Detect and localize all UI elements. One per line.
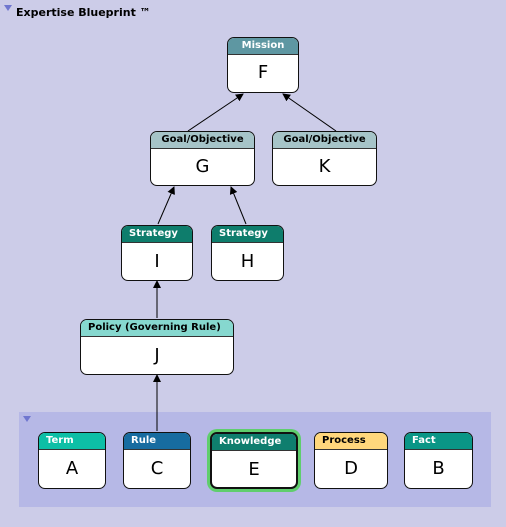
node-strategy-i[interactable]: Strategy I bbox=[121, 225, 193, 281]
tray-node-fact[interactable]: Fact B bbox=[404, 432, 473, 489]
node-mission[interactable]: Mission F bbox=[227, 37, 299, 93]
panel-header[interactable]: Expertise Blueprint ™ bbox=[4, 2, 151, 22]
node-type-label: Policy (Governing Rule) bbox=[81, 320, 233, 337]
node-label: I bbox=[154, 251, 160, 272]
node-strategy-h[interactable]: Strategy H bbox=[211, 225, 284, 281]
panel-title: Expertise Blueprint ™ bbox=[16, 5, 151, 19]
node-type-label: Process bbox=[315, 433, 387, 450]
node-label: H bbox=[240, 251, 255, 272]
node-label: J bbox=[154, 345, 160, 366]
node-type-label: Rule bbox=[124, 433, 190, 450]
node-type-label: Strategy bbox=[122, 226, 192, 243]
node-label: D bbox=[344, 458, 358, 479]
node-label: B bbox=[432, 458, 445, 479]
node-type-label: Strategy bbox=[212, 226, 283, 243]
node-type-label: Term bbox=[39, 433, 105, 450]
collapse-triangle-icon[interactable] bbox=[4, 5, 12, 11]
node-label: K bbox=[318, 156, 331, 177]
node-goal-g[interactable]: Goal/Objective G bbox=[150, 131, 255, 186]
node-label: F bbox=[257, 62, 269, 83]
node-type-label: Fact bbox=[405, 433, 472, 450]
node-label: C bbox=[150, 458, 164, 479]
node-type-label: Goal/Objective bbox=[273, 132, 376, 149]
tray-node-rule[interactable]: Rule C bbox=[123, 432, 191, 489]
edge-i-to-g bbox=[157, 186, 175, 225]
node-label: A bbox=[65, 458, 79, 479]
tray-collapse-triangle-icon[interactable] bbox=[23, 416, 31, 422]
node-type-label: Knowledge bbox=[212, 434, 296, 451]
edge-g-to-f bbox=[187, 93, 244, 132]
node-type-label: Mission bbox=[228, 38, 298, 55]
tray-node-term[interactable]: Term A bbox=[38, 432, 106, 489]
node-type-label: Goal/Objective bbox=[151, 132, 254, 149]
node-goal-k[interactable]: Goal/Objective K bbox=[272, 131, 377, 186]
tray-node-process[interactable]: Process D bbox=[314, 432, 388, 489]
node-label: E bbox=[248, 459, 260, 480]
node-policy-j[interactable]: Policy (Governing Rule) J bbox=[80, 319, 234, 375]
edge-k-to-f bbox=[282, 93, 337, 132]
edge-h-to-g bbox=[229, 186, 247, 225]
tray-node-knowledge[interactable]: Knowledge E bbox=[210, 432, 298, 489]
node-label: G bbox=[195, 156, 210, 177]
